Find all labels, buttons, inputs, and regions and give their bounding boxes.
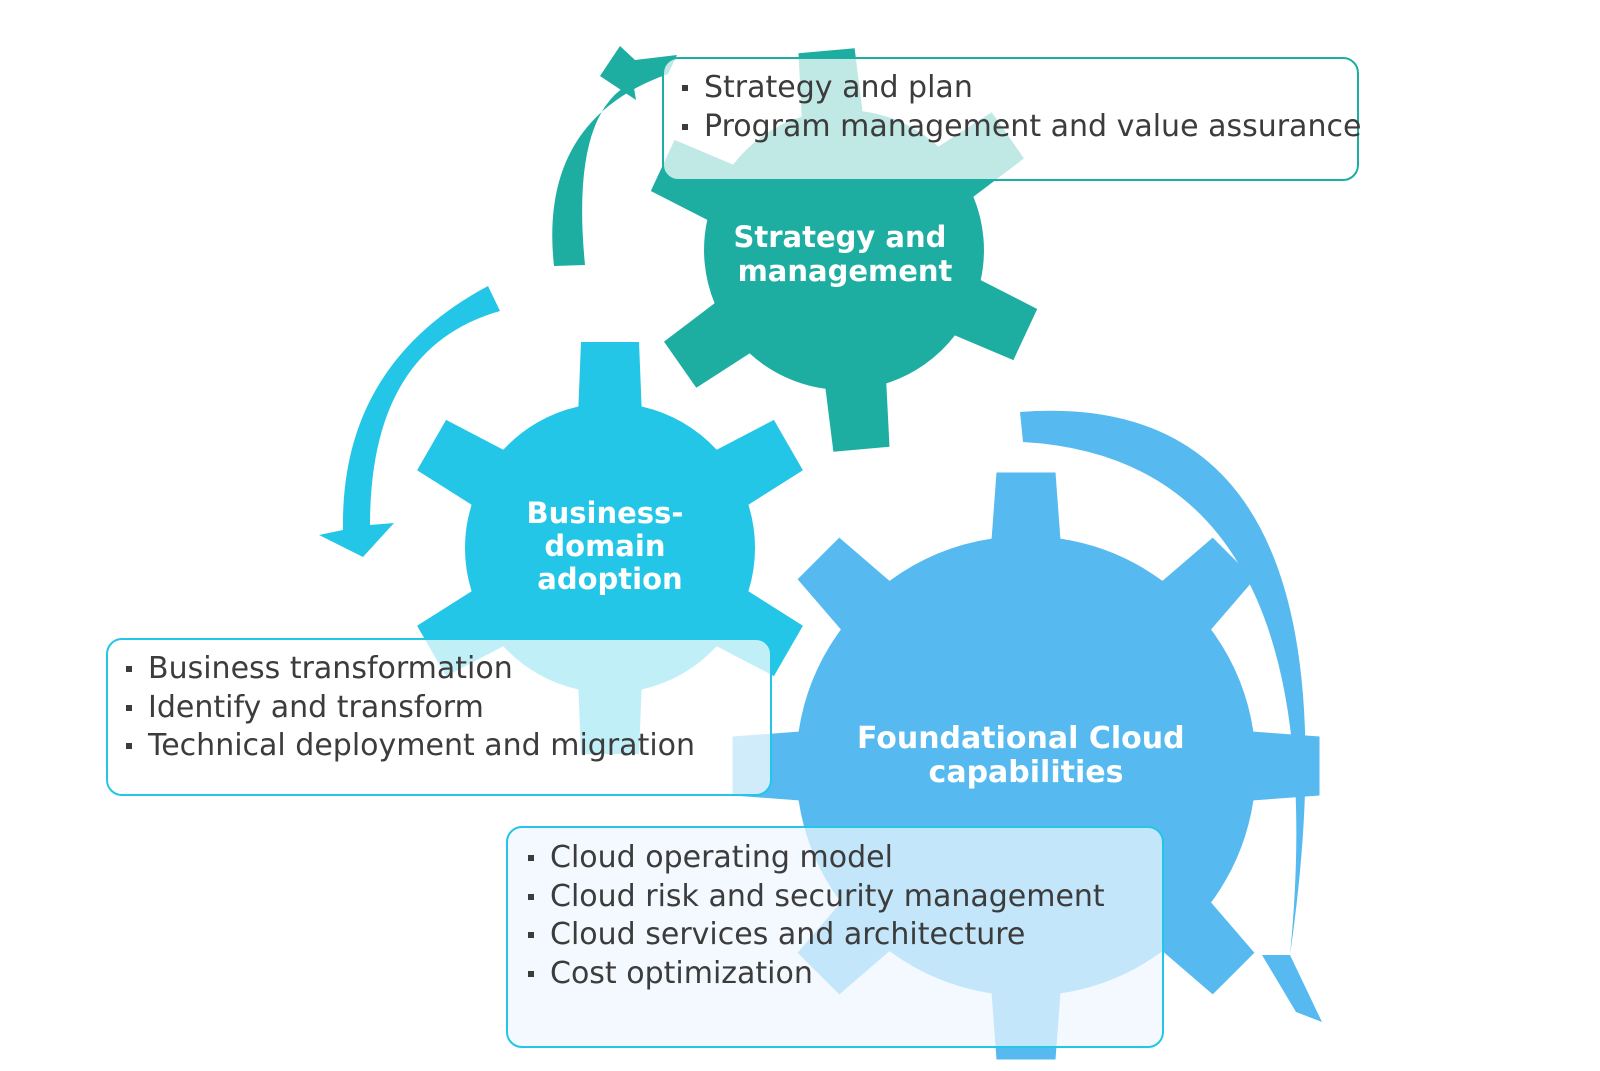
arrow-to-foundational-icon bbox=[1020, 410, 1322, 1022]
foundational-details-list: Cloud operating model Cloud risk and sec… bbox=[522, 839, 1162, 993]
foundational-gear-label-line: Foundational Cloud bbox=[857, 721, 1185, 756]
business-gear-label: Business- domain adoption bbox=[527, 496, 694, 596]
business-details-list: Business transformation Identify and tra… bbox=[120, 650, 770, 766]
foundational-gear-label-line: capabilities bbox=[929, 755, 1124, 790]
business-gear-label-line: domain bbox=[544, 529, 665, 563]
business-gear-label-line: adoption bbox=[537, 562, 682, 596]
list-item: Business transformation bbox=[120, 650, 770, 689]
foundational-details-box: Cloud operating model Cloud risk and sec… bbox=[506, 826, 1164, 1048]
foundational-gear-label: Foundational Cloud capabilities bbox=[857, 721, 1195, 790]
strategy-gear-label: Strategy and management bbox=[734, 220, 957, 288]
list-item: Cloud risk and security management bbox=[522, 878, 1162, 917]
strategy-gear-label-line: Strategy and bbox=[734, 220, 947, 254]
list-item: Technical deployment and migration bbox=[120, 727, 770, 766]
strategy-gear-label-line: management bbox=[738, 254, 953, 288]
list-item: Cloud services and architecture bbox=[522, 916, 1162, 955]
list-item: Identify and transform bbox=[120, 689, 770, 728]
strategy-details-list: Strategy and plan Program management and… bbox=[676, 69, 1361, 147]
list-item: Cloud operating model bbox=[522, 839, 1162, 878]
business-gear-label-line: Business- bbox=[527, 496, 684, 530]
strategy-details-box: Strategy and plan Program management and… bbox=[662, 57, 1361, 181]
arrow-to-business-icon bbox=[319, 286, 500, 557]
gear-labels: Strategy and management Business- domain… bbox=[527, 220, 1195, 790]
list-item: Program management and value assurance bbox=[676, 108, 1361, 147]
list-item: Strategy and plan bbox=[676, 69, 1357, 108]
list-item: Cost optimization bbox=[522, 955, 1162, 994]
business-details-box: Business transformation Identify and tra… bbox=[106, 638, 772, 796]
arrow-to-strategy-icon bbox=[552, 46, 677, 266]
